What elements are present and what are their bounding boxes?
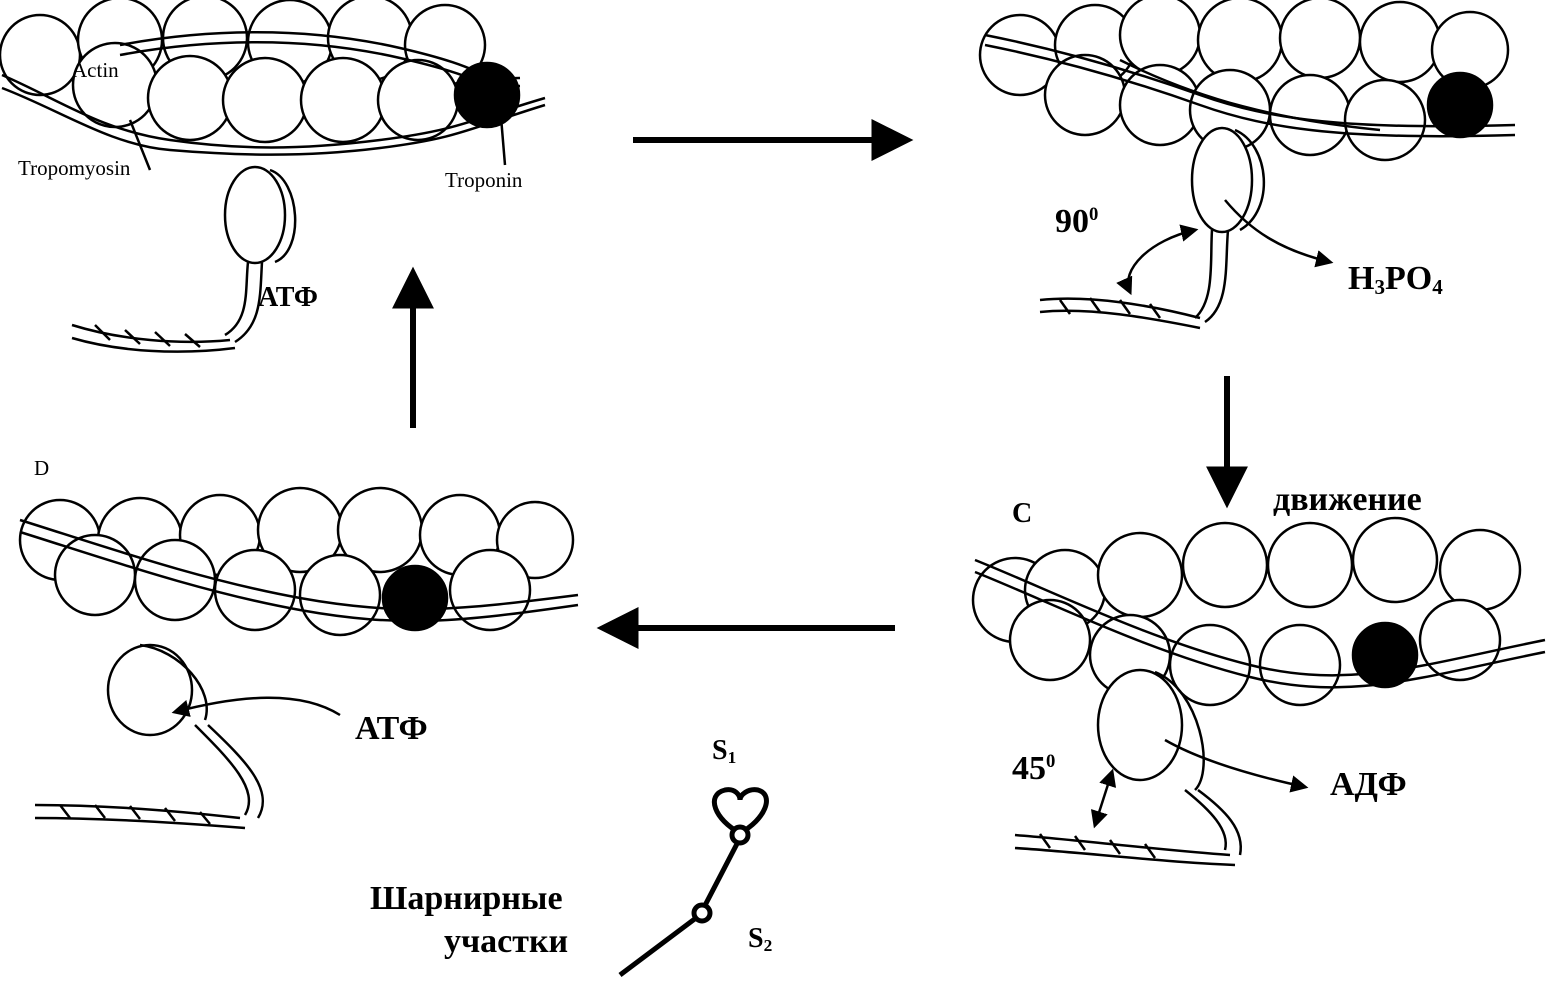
tropomyosin-label: Tropomyosin	[18, 156, 131, 180]
panel-d-letter: D	[34, 456, 50, 480]
panel-a-atp-label: АТФ	[258, 282, 318, 313]
panel-d-myosin	[34, 643, 341, 830]
panel-b-filament	[978, 0, 1516, 162]
panel-a-myosin	[71, 165, 297, 353]
actin-label: Actin	[72, 58, 119, 82]
hinge-label-line1: Шарнирные	[370, 880, 563, 917]
s1-label: S1	[712, 735, 737, 768]
s2-label: S2	[748, 923, 773, 956]
panel-b-angle-label: 900	[1055, 203, 1099, 240]
adp-label: АДФ	[1330, 766, 1407, 803]
motion-label: движение	[1273, 481, 1422, 518]
panel-c-myosin	[1014, 668, 1309, 867]
panel-a-filament	[0, 0, 546, 171]
hinge-schematic	[618, 787, 769, 977]
panel-b-myosin	[1039, 126, 1334, 330]
troponin-label: Troponin	[445, 168, 523, 192]
panel-c-letter: C	[1012, 498, 1033, 529]
panel-c-angle-label: 450	[1012, 750, 1056, 787]
panel-d-filament	[18, 486, 579, 637]
panel-d-atp-label: АТФ	[355, 710, 428, 747]
panel-c-filament	[971, 516, 1546, 707]
phosphate-label: H3PO4	[1348, 260, 1443, 300]
cycle-arrows	[392, 119, 1248, 649]
hinge-label-line2: участки	[444, 923, 569, 960]
